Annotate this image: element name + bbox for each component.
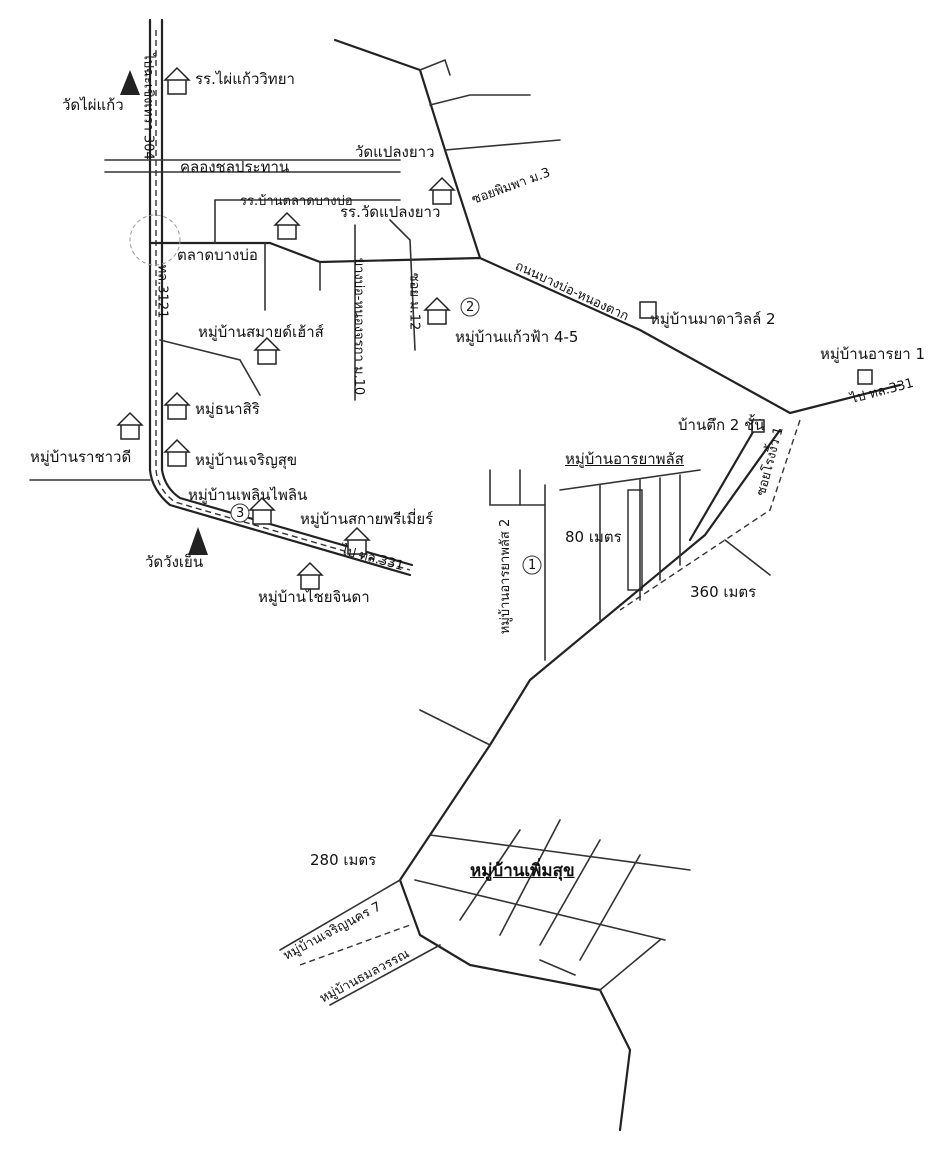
label-mu-smart: หมู่บ้านสมายด์เฮ้าส์ <box>198 323 324 341</box>
label-mu-kaeo-fa: หมู่บ้านแก้วฟ้า 4-5 <box>455 328 579 346</box>
label-mu-chai: หมู่บ้านไชยจินดา <box>258 588 370 606</box>
label-mu-racha: หมู่บ้านราชาวดี <box>30 448 132 466</box>
label-school-talat: รร.บ้านตลาดบางบ่อ <box>240 194 353 209</box>
label-wat-plaeng-yao: วัดแปลงยาว <box>355 143 435 161</box>
label-talat-bangbo: ตลาดบางบ่อ <box>177 246 258 264</box>
road-bangbo-nongtak <box>148 241 792 415</box>
label-wat-phai-kaeo: วัดไผ่แก้ว <box>62 96 124 114</box>
label-dist-80: 80 เมตร <box>565 528 622 546</box>
label-soi-araya2: หมู่บ้านอารยาพลัส 2 <box>498 518 514 635</box>
label-mu-sky: หมู่บ้านสกายพรีเมี่ยร์ <box>300 510 434 528</box>
marker-1: 1 <box>528 558 537 573</box>
label-mu-thana: หมู่ธนาสิริ <box>195 400 260 418</box>
label-mu-araya1: หมู่บ้านอารยา 1 <box>820 345 925 363</box>
label-khlong-chon: คลองชลประทาน <box>180 158 290 176</box>
label-dist-280: 280 เมตร <box>310 851 377 869</box>
road-diagonal <box>398 428 782 1132</box>
label-mu-charoen: หมู่บ้านเจริญสุข <box>195 451 298 469</box>
label-road-304: ไปฉะเชิงเทรา 304 <box>140 53 156 160</box>
label-school-plaeng-yao: รร.วัดแปลงยาว <box>340 203 441 221</box>
label-soi12: ซอย ม.12 <box>406 272 422 331</box>
label-mu-phloen: หมู่บ้านเพลินไพลิน <box>188 486 308 504</box>
marker-2: 2 <box>466 300 475 315</box>
label-dist-360: 360 เมตร <box>690 583 757 601</box>
road-304-3121 <box>148 18 412 577</box>
label-wat-wang: วัดวังเย็น <box>145 553 204 571</box>
label-mu-mada: หมู่บ้านมาดาวิลล์ 2 <box>650 310 776 328</box>
label-road-3121: ทล.3121 <box>154 264 170 319</box>
label-road-bangbo-v: บางบ่อ-หนองจรกา ม.10 <box>351 257 367 396</box>
marker-3: 3 <box>236 506 245 521</box>
label-ban-tuek: บ้านตึก 2 ชั้น <box>678 416 765 434</box>
label-mu-phoem: หมู่บ้านเพิ่มสุข <box>470 861 575 881</box>
label-school-phai-kaeo: รร.ไผ่แก้ววิทยา <box>195 70 295 88</box>
label-mu-araya-plus: หมู่บ้านอารยาพลัส <box>565 450 684 468</box>
